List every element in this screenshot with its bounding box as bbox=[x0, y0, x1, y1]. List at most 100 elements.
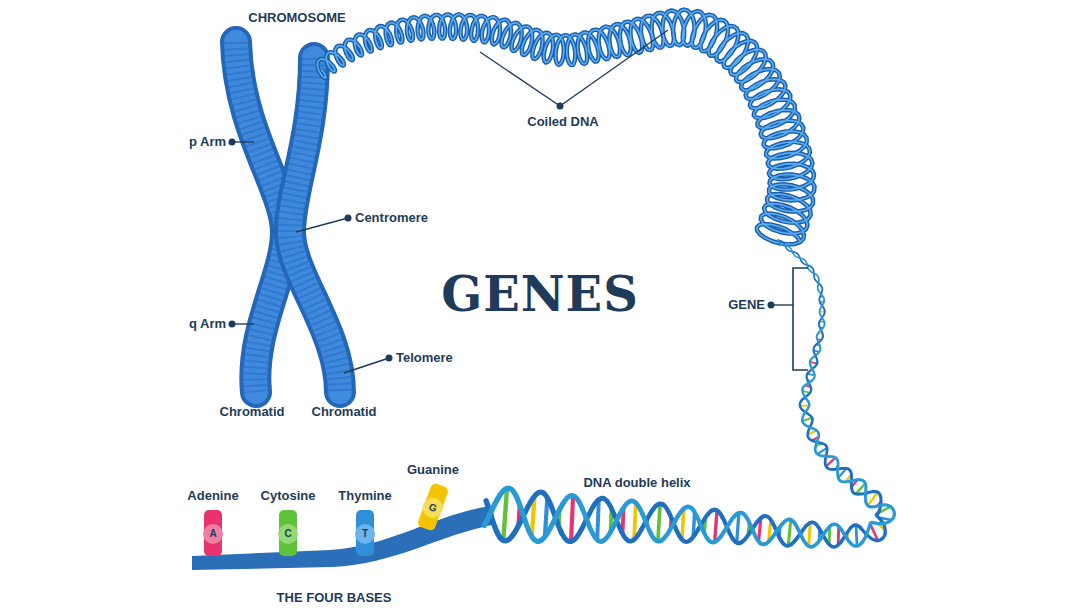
helix-back-strand bbox=[794, 252, 809, 266]
base-pair bbox=[597, 500, 599, 540]
helix-front-strand bbox=[642, 514, 661, 541]
base-pair bbox=[788, 520, 791, 546]
base-name: Guanine bbox=[388, 462, 478, 478]
helix-back-strand bbox=[802, 381, 812, 401]
helix-front-strand bbox=[504, 488, 523, 512]
part-label: p Arm bbox=[189, 134, 226, 150]
base-pair bbox=[802, 418, 812, 421]
base-name: Adenine bbox=[168, 488, 258, 504]
helix-front-strand bbox=[623, 501, 643, 514]
helix-back-strand bbox=[808, 419, 813, 441]
helix-front-strand bbox=[817, 323, 825, 343]
base-pair bbox=[715, 510, 717, 542]
base-node: AdenineA bbox=[168, 488, 258, 556]
helix-front-strand bbox=[583, 509, 602, 542]
base-node: GuanineG bbox=[388, 462, 478, 530]
base-letter: T bbox=[355, 524, 375, 544]
part-label: Chromatid bbox=[312, 404, 377, 420]
coil-highlight bbox=[318, 10, 815, 245]
leader-dot bbox=[557, 103, 564, 110]
helix-front-strand bbox=[803, 422, 819, 437]
base-letter: A bbox=[203, 524, 223, 544]
helix-front-strand bbox=[842, 530, 863, 546]
base-pair bbox=[658, 504, 660, 542]
leader-dot bbox=[345, 215, 352, 222]
helix-back-strand bbox=[841, 468, 852, 487]
base-shape: A bbox=[204, 510, 222, 556]
helix-back-strand bbox=[874, 492, 882, 514]
helix-front-strand bbox=[743, 514, 761, 544]
base-strand bbox=[192, 506, 496, 570]
part-label: Coiled DNA bbox=[527, 114, 599, 130]
helix-front-strand bbox=[862, 522, 874, 542]
leader-line bbox=[560, 30, 668, 106]
leader-dot bbox=[229, 321, 236, 328]
helix-front-strand bbox=[802, 382, 810, 401]
base-name: Thymine bbox=[320, 488, 410, 504]
leader-dot bbox=[768, 302, 775, 309]
helix-front-strand bbox=[484, 490, 504, 525]
gene-bracket bbox=[793, 268, 808, 370]
base-node: CytosineC bbox=[243, 488, 333, 556]
helix-back-strand bbox=[807, 363, 818, 381]
helix-front-strand bbox=[808, 267, 819, 284]
helix-front-strand bbox=[802, 401, 809, 422]
helix-front-strand bbox=[782, 519, 801, 536]
helix-front-strand bbox=[858, 480, 866, 502]
helix-front-strand bbox=[760, 524, 782, 545]
leader-line bbox=[344, 358, 389, 373]
helix-back-strand bbox=[802, 522, 822, 532]
helix-back-strand bbox=[501, 519, 522, 541]
helix-back-strand bbox=[561, 529, 581, 541]
helix-front-strand bbox=[702, 528, 722, 543]
helix-front-strand bbox=[778, 240, 793, 253]
part-label: q Arm bbox=[189, 316, 226, 332]
base-pair bbox=[737, 513, 739, 543]
helix-back-strand bbox=[852, 487, 874, 494]
coil-strand bbox=[318, 10, 815, 245]
helix-front-strand bbox=[818, 283, 824, 303]
base-pair bbox=[503, 488, 507, 540]
base-pair bbox=[809, 523, 811, 547]
base-node: ThymineT bbox=[320, 488, 410, 556]
helix-front-strand bbox=[820, 303, 825, 323]
helix-back-strand bbox=[819, 303, 825, 323]
leader-dot bbox=[386, 355, 393, 362]
helix-front-strand bbox=[721, 513, 743, 536]
chromatid-outline bbox=[290, 58, 340, 392]
coiled-dna bbox=[318, 10, 815, 245]
leader-line bbox=[480, 52, 560, 106]
helix-front-strand bbox=[866, 501, 891, 507]
part-label: Telomere bbox=[396, 350, 453, 366]
helix-front-strand bbox=[821, 524, 841, 538]
helix-front-strand bbox=[683, 507, 702, 528]
leader-dot bbox=[229, 139, 236, 146]
base-letter: C bbox=[278, 524, 298, 544]
helix-front-strand bbox=[810, 342, 820, 361]
helix-back-strand bbox=[622, 529, 642, 541]
helix-back-strand bbox=[702, 510, 723, 523]
base-pair bbox=[868, 492, 878, 505]
helix-front-strand bbox=[874, 507, 894, 524]
part-label: GENE bbox=[728, 297, 765, 313]
base-shape: G bbox=[417, 482, 450, 531]
base-letter: G bbox=[420, 495, 446, 521]
part-label: DNA double helix bbox=[583, 475, 690, 491]
part-label: Centromere bbox=[355, 210, 428, 226]
helix-front-strand bbox=[793, 253, 808, 267]
chromatid-bands bbox=[290, 58, 340, 392]
base-name: Cytosine bbox=[243, 488, 333, 504]
part-label: Chromatid bbox=[220, 404, 285, 420]
helix-front-strand bbox=[563, 496, 583, 509]
helix-back-strand bbox=[778, 240, 794, 252]
helix-front-strand bbox=[825, 456, 838, 472]
helix-front-strand bbox=[522, 513, 540, 542]
helix-front-strand bbox=[601, 509, 622, 541]
helix-front-strand bbox=[838, 472, 858, 482]
base-shape: C bbox=[279, 510, 297, 556]
base-pair bbox=[826, 458, 835, 467]
helix-rungs bbox=[491, 297, 891, 547]
helix-front-strand bbox=[801, 536, 821, 547]
